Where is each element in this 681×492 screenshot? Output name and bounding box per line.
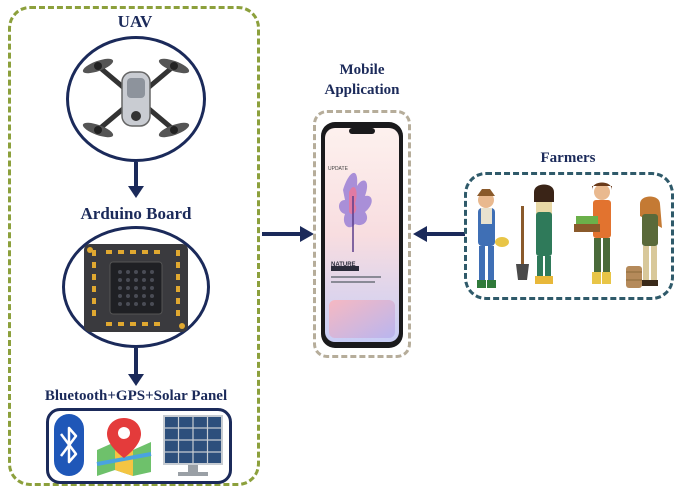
uav-label: UAV bbox=[117, 12, 153, 31]
farmers-group bbox=[464, 172, 674, 300]
screen-title-text: NATURE bbox=[331, 262, 356, 268]
mobile-app-group bbox=[313, 110, 411, 358]
uav-system-group bbox=[8, 6, 260, 486]
drone-icon bbox=[82, 58, 190, 138]
uav-circle bbox=[66, 36, 206, 162]
smartphone-icon bbox=[321, 122, 403, 348]
arduino-board-label: Arduino Board bbox=[80, 204, 192, 223]
arduino-chip-icon bbox=[84, 244, 188, 332]
arrow-farmers-to-mobile bbox=[413, 226, 465, 242]
farmers-label: Farmers bbox=[540, 150, 596, 166]
arrow-uav-to-mobile bbox=[262, 226, 314, 242]
farmers-illustration bbox=[477, 182, 662, 288]
bluetooth-icon bbox=[54, 414, 84, 476]
arrow-uav-to-arduino bbox=[128, 162, 144, 198]
mobile-label-line2: Application bbox=[324, 82, 400, 98]
arrow-arduino-to-sensors bbox=[128, 348, 144, 386]
map-pin-icon bbox=[96, 418, 152, 476]
mobile-label-line1: Mobile bbox=[339, 62, 385, 78]
solar-panel-icon bbox=[163, 415, 223, 476]
sensors-label: Bluetooth+GPS+Solar Panel bbox=[44, 388, 228, 404]
screen-header-text: UPDATE bbox=[328, 166, 348, 172]
